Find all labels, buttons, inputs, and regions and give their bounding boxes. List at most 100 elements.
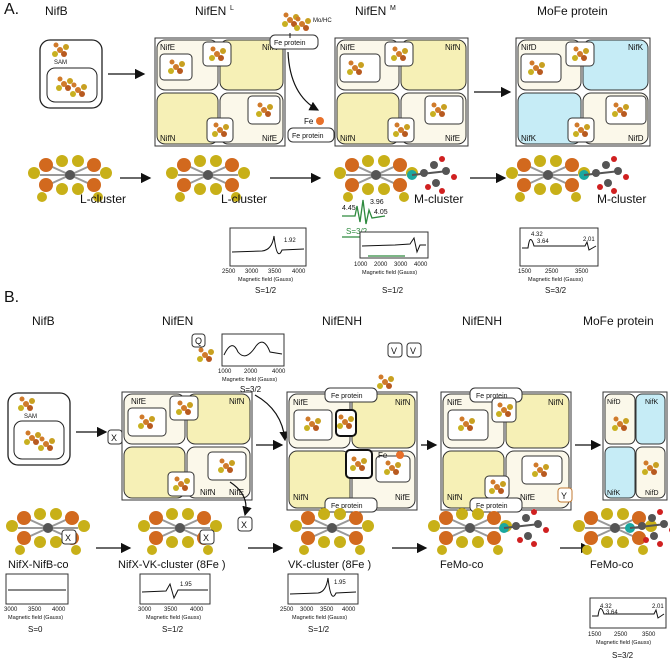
nifk-label: NifK — [521, 134, 537, 143]
tick: 1000 — [354, 262, 368, 268]
epr-a3-peak: 4.32 — [531, 232, 543, 238]
epr-a3: 4.32 3.64 2.01 1500 2500 3500 Magnetic f… — [518, 227, 599, 295]
fe-atom-a — [316, 117, 324, 125]
epr-xlabel: Magnetic field (Gauss) — [8, 615, 63, 621]
nifn-label: NifN — [293, 493, 309, 502]
nifen-complex-b: NifE NifN NifN NifE — [121, 391, 253, 501]
nifn-label: NifN — [160, 134, 176, 143]
nifk-label: NifK — [628, 43, 644, 52]
m-cluster-1 — [333, 154, 419, 203]
mohc-label: Mo/HC — [313, 18, 332, 24]
nifd-label: NifD — [645, 490, 659, 497]
nife-label: NifE — [447, 398, 462, 407]
epr-b4-peak: 4.32 — [600, 604, 612, 610]
epr-b4-peak: 3.64 — [606, 610, 618, 616]
header-b-mofe: MoFe protein — [583, 314, 654, 328]
nifd-label: NifD — [628, 134, 644, 143]
arrow-mohc — [287, 51, 320, 111]
header-a-nifen-m-sup: M — [390, 5, 396, 12]
epr-xlabel: Magnetic field (Gauss) — [292, 615, 347, 621]
cluster-a-label-2: L-cluster — [221, 192, 267, 206]
nifenh-complex-2: Fe protein Fe protein NifE NifN NifN Nif… — [440, 387, 572, 513]
x-label: X — [203, 533, 209, 543]
nifen-l-complex: NifE NifN NifN NifE — [154, 37, 286, 147]
header-a-nifb: NifB — [45, 4, 68, 18]
nife-label: NifE — [160, 43, 175, 52]
tick: 3500 — [164, 607, 178, 613]
tick: 2500 — [614, 632, 628, 638]
arrow-q — [254, 394, 289, 442]
header-a-nifen-m: NifEN — [355, 4, 386, 18]
nifn-label: NifN — [262, 43, 278, 52]
epr-a1-peak: 1.92 — [284, 238, 296, 244]
fe-atom-b — [396, 451, 404, 459]
fe-protein-released-label: Fe protein — [292, 133, 324, 140]
epr-a2-spin: S=1/2 — [382, 286, 404, 295]
nifx-nifb-co-cluster — [5, 507, 91, 556]
tick: 4000 — [52, 607, 66, 613]
epr-q: Q 1000 2000 4000 Magnetic field (Gauss) … — [191, 333, 286, 394]
x-released-label: X — [241, 520, 247, 530]
tick: 2500 — [280, 607, 294, 613]
nife-label: NifE — [262, 134, 277, 143]
epr-a3-spin: S=3/2 — [545, 286, 567, 295]
epr-xlabel: Magnetic field (Gauss) — [596, 640, 651, 646]
nifb-box-b: SAM — [7, 392, 71, 466]
tick: 3000 — [300, 607, 314, 613]
fe-label-a: Fe — [304, 117, 314, 126]
nife-label: NifE — [395, 493, 410, 502]
epr-a3-peak: 3.64 — [537, 239, 549, 245]
nifn-label: NifN — [445, 43, 461, 52]
epr-b3-spin: S=1/2 — [308, 625, 330, 634]
tick: 1500 — [588, 632, 602, 638]
epr-a3-peak: 2.01 — [583, 237, 595, 243]
epr-b4-peak: 2.01 — [652, 604, 664, 610]
epr-a1: 1.92 2500 3000 3500 4000 Magnetic field … — [222, 227, 307, 295]
epr-b3: 1.95 2500 3000 3500 4000 Magnetic field … — [280, 573, 359, 634]
nifn-label: NifN — [229, 397, 245, 406]
tick: 3500 — [320, 607, 334, 613]
epr-b1-spin: S=0 — [28, 625, 43, 634]
header-b-nifb: NifB — [32, 314, 55, 328]
tick: 3500 — [575, 269, 589, 275]
vk-cluster — [289, 507, 375, 556]
cluster-b-label-1: NifX-NifB-co — [8, 559, 69, 571]
nife-label: NifE — [131, 397, 146, 406]
x-label: X — [111, 433, 117, 443]
mofe-complex-b: NifD NifK NifK NifD — [602, 391, 668, 501]
cluster-b-label-4: FeMo-co — [440, 559, 483, 571]
panel-a-label: A. — [4, 1, 19, 18]
tick: 3000 — [245, 269, 259, 275]
epr-b2: 1.95 3000 3500 4000 Magnetic field (Gaus… — [138, 573, 211, 634]
nifn-label: NifN — [395, 398, 411, 407]
tick: 3000 — [394, 262, 408, 268]
x-label: X — [65, 533, 71, 543]
tick: 1000 — [218, 369, 232, 375]
nifb-box-a: SAM — [39, 39, 103, 109]
fe-protein-label: Fe protein — [331, 503, 363, 510]
nifenh-complex-1: Fe protein Fe protein NifE NifN NifN Nif… — [286, 387, 418, 513]
epr-b3-peak: 1.95 — [334, 580, 346, 586]
tick: 2000 — [244, 369, 258, 375]
epr-xlabel: Magnetic field (Gauss) — [362, 270, 417, 276]
mofe-complex-a: NifD NifK NifK NifD — [515, 37, 651, 147]
tick: 3000 — [4, 607, 18, 613]
nife-label: NifE — [445, 134, 460, 143]
q-label: Q — [195, 336, 202, 346]
femo-co-1 — [427, 507, 513, 556]
header-a-nifen-l-sup: L — [230, 5, 234, 12]
epr-xlabel: Magnetic field (Gauss) — [238, 277, 293, 283]
fe-protein-label: Fe protein — [476, 503, 508, 510]
epr-b4: 4.32 3.64 2.01 1500 2500 3500 Magnetic f… — [588, 597, 667, 660]
tick: 4000 — [414, 262, 428, 268]
fe-protein-label: Fe protein — [331, 393, 363, 400]
tick: 4000 — [342, 607, 356, 613]
tick: 3500 — [28, 607, 42, 613]
epr-b2-peak: 1.95 — [180, 582, 192, 588]
nifn-label: NifN — [340, 134, 356, 143]
panel-b-label: B. — [4, 289, 19, 306]
tick: 4000 — [272, 369, 286, 375]
cluster-b-label-5: FeMo-co — [590, 559, 633, 571]
y-label: Y — [561, 491, 567, 501]
